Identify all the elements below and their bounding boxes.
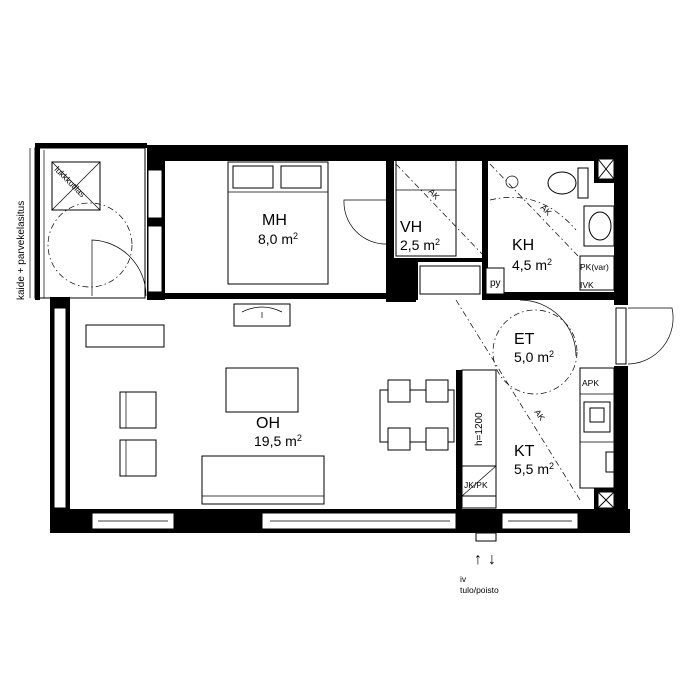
entrance-door-swing [627,307,674,365]
vh-area-unit: 2 [435,237,440,247]
et-turning-circle [492,309,578,395]
mh-name: MH [262,212,287,229]
mh-door-swing [343,199,387,245]
apk-label: APK [582,378,599,388]
balcony: lukkkutilas kaide + parvekelasitus [16,143,147,300]
pk-var-label: PK(var) [580,262,609,272]
dining-set [379,379,455,451]
room-vh: AK VH 2,5 m2 sk [395,159,485,295]
laundry-machine [579,255,615,291]
balcony-turning-circle [47,202,133,288]
vh-name: VH [400,219,422,236]
kt-name: KT [514,443,535,460]
vent-arrow-up: ↑ [474,551,482,568]
et-ak-label: AK [532,407,547,422]
sink [583,205,615,247]
svg-text:2,5 m2: 2,5 m2 [400,237,440,253]
pillow-left [232,165,274,189]
miu-label: miu [615,374,626,390]
shaft-crosses [597,158,615,509]
toilet [547,167,589,199]
armchair-bottom [119,439,157,477]
sideboard [85,324,165,348]
ivk-label: IVK [580,280,594,290]
window-oh-left [53,307,67,509]
vent-flow-label: tulo/poisto [460,585,499,595]
vh-shelves [395,159,457,257]
kt-area: 5,5 m [514,461,549,477]
room-kt: h=1200 JK/PK APK miu KT 5,5 m2 [461,367,626,509]
et-area: 5,0 m [514,349,549,365]
vent-arrow-down: ↓ [488,551,496,568]
py-label: py [490,278,501,289]
mh-area-unit: 2 [293,231,298,241]
et-name: ET [514,331,535,348]
kh-name: KH [512,237,534,254]
mh-area: 8,0 m [258,231,293,247]
h1200-label: h=1200 [474,412,485,446]
et-area-unit: 2 [549,349,554,359]
svg-text:8,0 m2: 8,0 m2 [258,231,298,247]
py-cabinet [485,267,505,295]
window-mh-left [147,169,163,219]
armchair-top [119,391,157,429]
oh-area: 19,5 m [254,433,297,449]
oh-area-unit: 2 [297,433,302,443]
svg-text:5,0 m2: 5,0 m2 [514,349,554,365]
room-mh: MH 8,0 m2 [227,161,387,285]
kh-door-swing [519,299,577,357]
balcony-side-label: kaide + parvekelasitus [16,201,27,300]
svg-text:5,5 m2: 5,5 m2 [514,461,554,477]
ventilation-note: ↑ ↓ iv tulo/poisto [460,532,499,595]
balcony-door-swing [91,239,147,297]
sk-label: sk [397,268,408,279]
jkpk-label: JK/PK [464,480,488,490]
vh-area: 2,5 m [400,237,435,253]
kh-area: 4,5 m [512,257,547,273]
window-mh-left-2 [147,225,163,293]
kitchen-sink [583,401,611,433]
room-et: AK ET 5,0 m2 [455,299,674,501]
sofa [201,455,325,505]
entrance-door-frame [615,307,627,365]
kh-area-unit: 2 [547,257,552,267]
shower-head [505,175,519,189]
vent-iv-label: iv [460,574,467,584]
oh-name: OH [256,415,280,432]
svg-text:4,5 m2: 4,5 m2 [512,257,552,273]
svg-text:19,5 m2: 19,5 m2 [254,433,302,449]
room-kh: AK PK(var) IVK KH 4,5 m2 py [485,163,615,295]
kt-area-unit: 2 [549,461,554,471]
pillow-right [280,165,322,189]
kh-ak-label: AK [539,202,554,217]
windows [53,169,627,533]
balcony-storage-box: lukkkutilas [51,161,101,211]
vh-ak-label: AK [427,186,442,201]
coffee-table [225,367,299,413]
sk-storage [419,265,481,295]
room-oh: OH 19,5 m2 [85,303,455,505]
